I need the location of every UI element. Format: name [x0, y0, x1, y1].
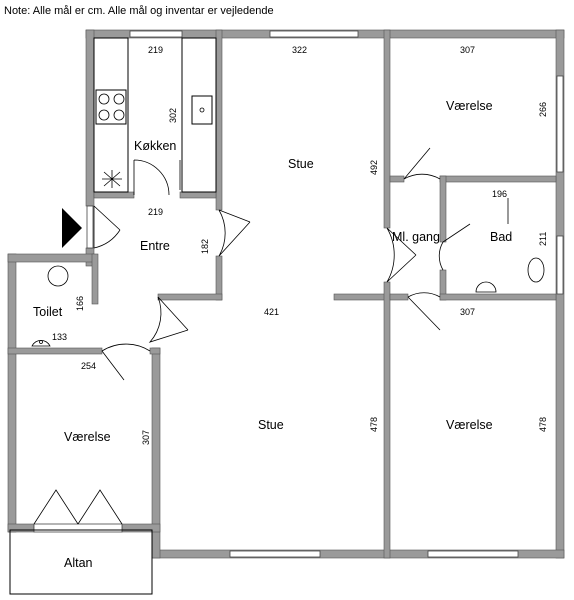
label-bad: Bad: [490, 230, 512, 244]
wall-kitchen-bottom: [93, 191, 135, 199]
label-vaerelse-bottom: Værelse: [446, 418, 493, 432]
door-toilet: [101, 343, 151, 381]
dim-stue-top-width: 322: [292, 45, 307, 55]
dim-stue-bottom-depth: 478: [369, 417, 379, 432]
plan-note: Note: Alle mål er cm. Alle mål og invent…: [4, 5, 274, 17]
wall-kitchen-bottom-right: [179, 191, 217, 199]
bath-fixtures: [31, 198, 545, 347]
window-vaerelse-top-right: [556, 75, 564, 173]
toilet-bowl-icon: [47, 265, 69, 287]
wall-toilet-top: [7, 253, 95, 263]
wall-entre-stue: [215, 255, 223, 301]
dim-stue-top-depth: 492: [369, 160, 379, 175]
label-kokken: Køkken: [134, 139, 176, 153]
wall-toilet-bottom: [7, 347, 103, 355]
dim-entre-depth: 182: [200, 239, 210, 254]
stove-icon: [95, 89, 127, 125]
window-stue-top: [269, 30, 359, 38]
wall-kitchen-left: [85, 29, 95, 207]
altan-outline: [9, 529, 153, 595]
wall-toilet-right: [91, 253, 99, 305]
doors: [33, 147, 471, 525]
windows: [33, 30, 564, 558]
label-stue-top: Stue: [288, 157, 314, 171]
room-labels: Køkken Stue Værelse Entre Ml. gang Bad T…: [33, 99, 512, 570]
wall-vaerelse-top-bottom-right: [439, 175, 557, 183]
door-vaerelse-top: [403, 147, 441, 180]
dim-vaerelse-top-depth: 266: [538, 102, 548, 117]
stove-burner-1-icon: [98, 93, 110, 105]
wall-left-lower: [7, 253, 17, 533]
dim-vaerelse-top-width: 307: [460, 45, 475, 55]
window-stue-bottom: [229, 550, 321, 558]
fridge-icon: [102, 170, 122, 188]
door-entrance: [93, 205, 121, 249]
dimension-labels: 219 302 322 492 307 266 196 211 219 182 …: [52, 45, 548, 445]
dishwasher-dashes: [127, 40, 183, 90]
door-kitchen: [133, 159, 170, 196]
wall-stue-vaerelse: [383, 29, 391, 229]
dim-kokken-width: 219: [148, 45, 163, 55]
window-kitchen: [129, 30, 183, 38]
bad-toilet-icon: [527, 257, 545, 283]
wall-vaerelse-top-bottom: [389, 175, 405, 183]
wall-bad-left: [439, 175, 447, 243]
label-vaerelse-top: Værelse: [446, 99, 493, 113]
wall-vaerelse-left-top: [149, 347, 161, 355]
dim-vaerelse-bottom-width: 307: [460, 307, 475, 317]
wall-kitchen-stue: [215, 29, 223, 211]
bad-sink-icon: [475, 281, 497, 293]
toilet-sink-drain-icon: [39, 340, 43, 344]
door-bad: [438, 223, 471, 271]
stove-burner-4-icon: [113, 109, 125, 121]
window-bad-right: [556, 235, 564, 295]
kitchen-counter-right: [181, 37, 217, 193]
kitchen-counter-left: [93, 37, 129, 193]
door-altan: [33, 489, 123, 525]
dim-kokken-depth: 302: [168, 108, 178, 123]
label-entre: Entre: [140, 239, 170, 253]
wall-bad-bottom: [389, 293, 409, 301]
wall-bad-bottom-right: [439, 293, 557, 301]
dim-toilet-depth: 166: [75, 296, 85, 311]
dim-vaerelse-left-depth: 307: [141, 430, 151, 445]
door-entre-lower: [148, 296, 189, 343]
wall-vaerelse-left-bottom-right: [121, 523, 161, 533]
wall-stue-divider-left: [157, 293, 223, 301]
dim-vaerelse-left-width: 254: [81, 361, 96, 371]
dim-bad-width: 196: [492, 189, 507, 199]
label-vaerelse-left: Værelse: [64, 430, 111, 444]
wall-vaerelse-left-bottom: [7, 523, 35, 533]
sink-icon: [191, 95, 213, 125]
entrance-arrow-icon: [62, 208, 82, 248]
stove-burner-2-icon: [113, 93, 125, 105]
door-mlgang-stue: [386, 227, 417, 283]
door-entre-stue: [218, 209, 251, 257]
kitchen-fixtures: [93, 37, 217, 193]
door-vaerelse-bottom: [407, 292, 441, 331]
toilet-sink-icon: [31, 340, 51, 347]
dim-bad-depth: 211: [538, 232, 548, 246]
dim-entre-width: 219: [148, 207, 163, 217]
stove-burner-3-icon: [98, 109, 110, 121]
dim-toilet-width: 133: [52, 332, 67, 342]
wall-stue-vaerelse-lower: [383, 281, 391, 559]
label-toilet: Toilet: [33, 305, 63, 319]
dim-stue-bottom-width: 421: [264, 307, 279, 317]
wall-stue-divider-right: [333, 293, 391, 301]
label-ml-gang: Ml. gang: [392, 230, 440, 244]
altan-door-frame: [33, 523, 123, 533]
sink-drain-icon: [199, 107, 205, 113]
dim-vaerelse-bottom-depth: 478: [538, 417, 548, 432]
label-stue-bottom: Stue: [258, 418, 284, 432]
window-vaerelse-bottom: [427, 550, 519, 558]
label-altan: Altan: [64, 556, 93, 570]
window-entre-left: [86, 205, 94, 249]
